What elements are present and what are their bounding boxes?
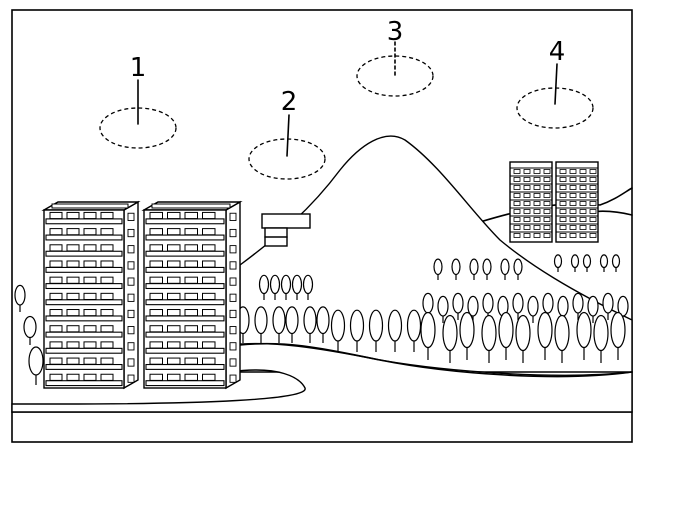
marker-3: 3	[356, 17, 434, 97]
marker-4: 4	[516, 37, 594, 129]
road-edge	[239, 342, 633, 378]
marker-1-label: 1	[130, 53, 147, 83]
apartment-building-right	[141, 200, 243, 390]
marker-4-label: 4	[549, 37, 566, 67]
left-trees	[14, 284, 44, 385]
marker-2-label: 2	[281, 87, 298, 117]
apartment-building-left	[41, 200, 141, 390]
far-building-left	[509, 161, 553, 243]
forest	[236, 254, 629, 363]
far-building-right	[555, 161, 599, 243]
marker-1: 1	[99, 53, 177, 149]
marker-2: 2	[248, 87, 326, 180]
small-hill-building	[261, 213, 311, 247]
marker-3-label: 3	[387, 17, 404, 47]
